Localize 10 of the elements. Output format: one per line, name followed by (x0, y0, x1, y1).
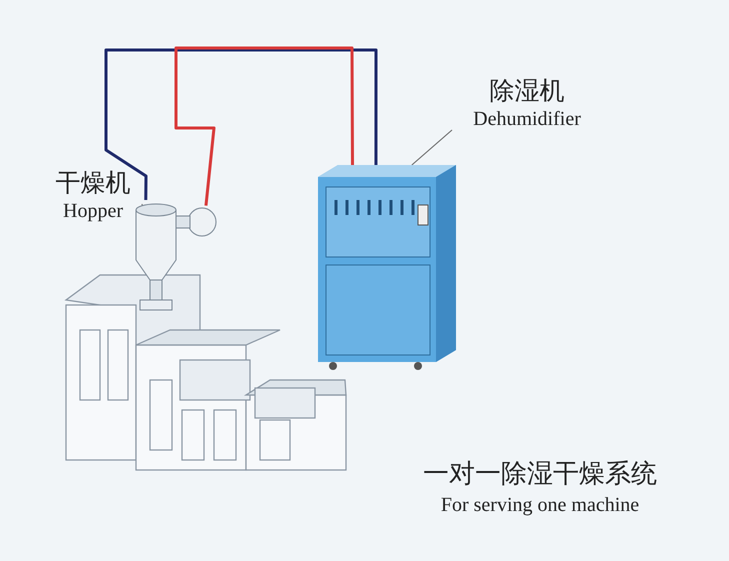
dehumidifier-cabinet-drawing (318, 165, 456, 370)
caption-chinese: 一对一除湿干燥系统 (423, 457, 657, 490)
chinese-label: 除湿机 (490, 76, 564, 106)
english-label: Dehumidifier (473, 107, 581, 132)
pipe (174, 46, 354, 206)
leader-line (411, 130, 452, 166)
pipe (104, 48, 378, 200)
caption-english: For serving one machine (440, 493, 640, 518)
english-label: Hopper (63, 199, 123, 224)
chinese-label: 干燥机 (56, 168, 130, 198)
